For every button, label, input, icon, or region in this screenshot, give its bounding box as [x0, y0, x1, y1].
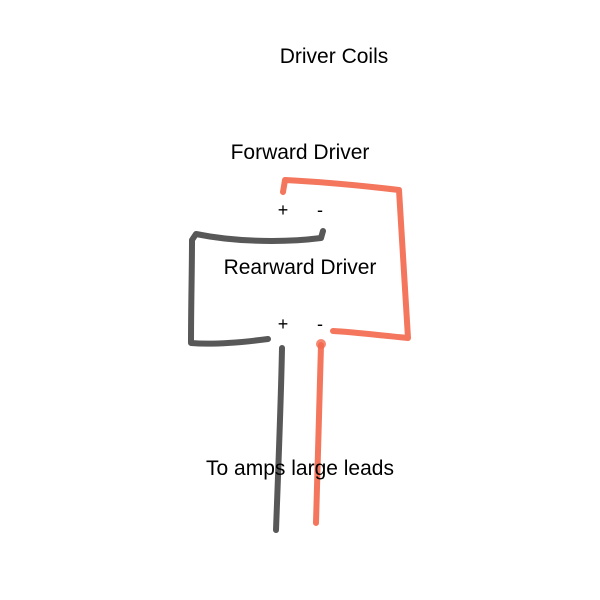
forward-driver-minus-terminal: -: [317, 200, 323, 220]
forward-driver-plus-terminal: +: [278, 200, 289, 220]
rearward-driver-plus-terminal: +: [278, 314, 289, 334]
rearward-driver-label: Rearward Driver: [224, 256, 377, 279]
diagram-title: Driver Coils: [280, 45, 389, 68]
amp-leads-label: To amps large leads: [206, 457, 394, 480]
wire-rear-minus-to-amp: [313, 342, 324, 526]
wire-junction-dot: [316, 339, 326, 349]
forward-driver-label: Forward Driver: [231, 141, 370, 164]
wire-forward-plus-to-rear-minus: [280, 177, 411, 341]
rearward-driver-minus-terminal: -: [317, 314, 323, 334]
wire-rear-plus-to-amp: [273, 345, 285, 533]
wire-forward-minus-to-rear-plus: [188, 228, 326, 347]
